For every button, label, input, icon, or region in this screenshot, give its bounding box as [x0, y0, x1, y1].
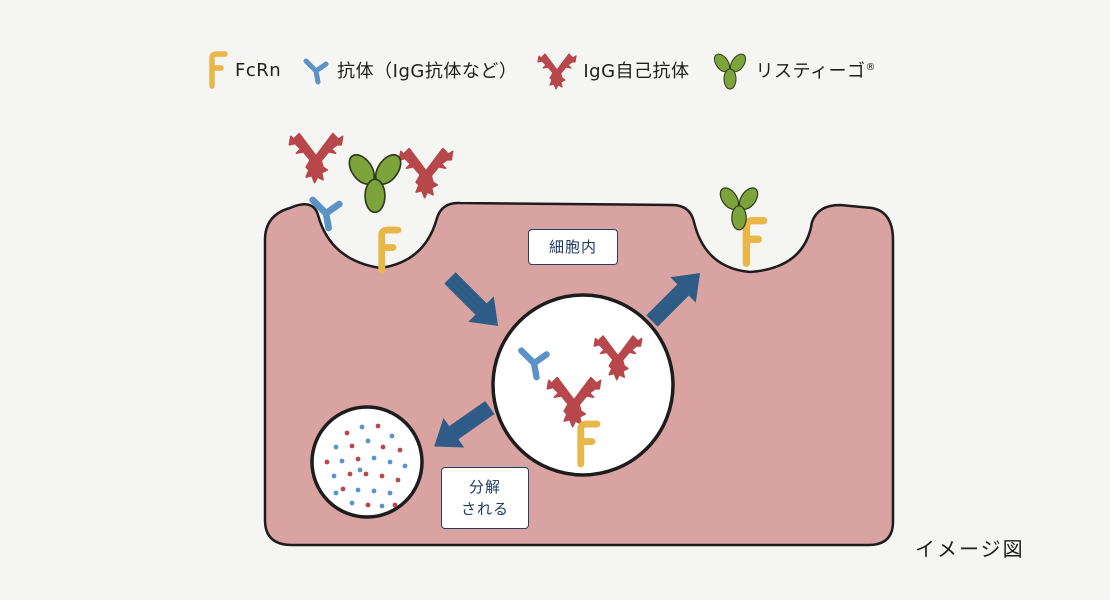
arrow-internalization: [444, 272, 499, 327]
legend-item-fcrn: FcRn: [205, 50, 281, 90]
legend-label-fcrn: FcRn: [235, 59, 282, 81]
label-degraded-line2: される: [460, 500, 509, 518]
fcrn-receptor-right: [746, 221, 763, 264]
arrow-recycling: [646, 272, 701, 327]
label-degraded: 分解 される: [441, 467, 529, 529]
legend-label-antibody: 抗体（IgG抗体など）: [337, 61, 518, 82]
legend-item-antibody: 抗体（IgG抗体など）: [301, 55, 517, 85]
legend-label-drug: リスティーゴ®: [756, 57, 876, 83]
arrow-degradation: [434, 400, 495, 448]
autoantibody-outside-left: [288, 132, 344, 184]
autoantibody-outside-right: [398, 147, 454, 199]
degraded-fragments: [324, 423, 408, 509]
label-degraded-line1: 分解: [468, 478, 501, 496]
drug-name: リスティーゴ: [755, 61, 866, 82]
lysosome: [310, 405, 424, 519]
image-note: イメージ図: [915, 537, 1025, 561]
drug-outside: [343, 149, 407, 214]
endosome: [491, 293, 675, 477]
legend-label-autoantibody: IgG自己抗体: [583, 61, 690, 82]
legend-item-autoantibody: IgG自己抗体: [537, 50, 689, 90]
legend-item-drug: リスティーゴ®: [710, 50, 876, 90]
registered-mark: ®: [865, 62, 876, 73]
legend: FcRn 抗体（IgG抗体など） IgG自己抗体 リスティーゴ®: [205, 48, 896, 92]
label-intracellular: 細胞内: [528, 229, 618, 265]
